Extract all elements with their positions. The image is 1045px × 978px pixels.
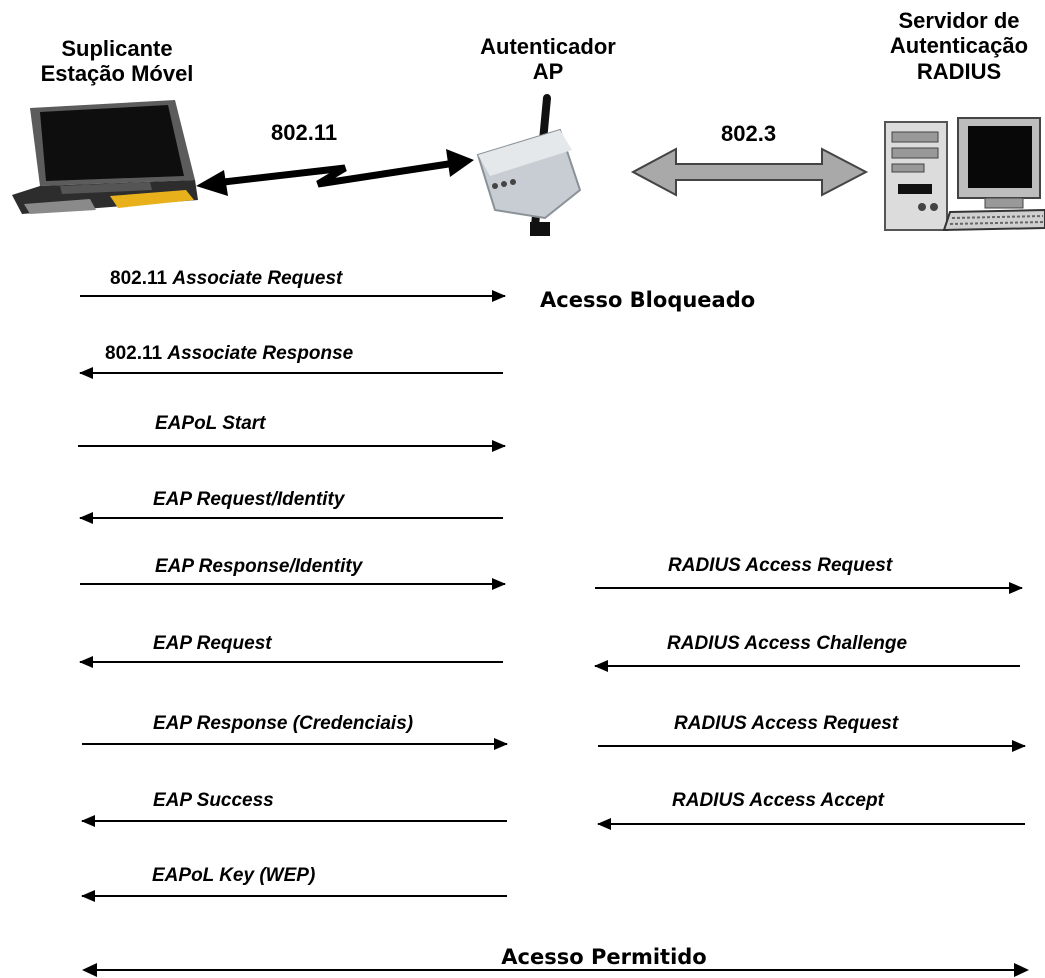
keyboard-icon	[942, 208, 1045, 232]
msg-radius-request-1-text: RADIUS Access Request	[668, 555, 893, 576]
msg-assoc-request: 802.11 Associate Request	[110, 268, 342, 290]
access-blocked-label: Acesso Bloqueado	[540, 288, 756, 312]
msg-eap-request-identity: EAP Request/Identity	[153, 489, 344, 511]
wired-link-label: 802.3	[721, 121, 777, 146]
laptop-icon	[12, 100, 198, 214]
supplicant-label-line1: Suplicante	[61, 36, 173, 61]
monitor-icon	[957, 117, 1041, 209]
msg-radius-request-2: RADIUS Access Request	[674, 713, 898, 735]
msg-assoc-request-text: Associate Request	[172, 268, 343, 289]
server-label-line3: RADIUS	[916, 58, 1002, 84]
msg-radius-request-1: RADIUS Access Request	[668, 555, 892, 577]
authenticator-label: Autenticador AP	[480, 34, 616, 85]
msg-eap-success: EAP Success	[153, 790, 274, 812]
wired-link-arrow	[630, 147, 869, 197]
wireless-link-label: 802.11	[271, 120, 338, 145]
server-label-line1: Servidor de	[898, 8, 1020, 33]
msg-eap-request-text: EAP Request	[153, 633, 272, 654]
server-label: Servidor de Autenticação RADIUS	[890, 8, 1028, 84]
msg-radius-challenge-text: RADIUS Access Challenge	[667, 633, 908, 654]
msg-eap-request-identity-text: EAP Request/Identity	[153, 489, 345, 510]
msg-assoc-response-text: Associate Response	[167, 343, 354, 364]
msg-radius-request-2-text: RADIUS Access Request	[674, 713, 899, 734]
msg-eapol-key-text: EAPoL Key (WEP)	[152, 865, 316, 886]
server-label-line2: Autenticação	[889, 33, 1029, 59]
msg-eap-response-identity-text: EAP Response/Identity	[155, 556, 363, 577]
msg-assoc-response: 802.11 Associate Response	[105, 343, 353, 365]
supplicant-label: Suplicante Estação Móvel	[41, 36, 194, 87]
msg-eapol-start: EAPoL Start	[155, 413, 266, 435]
authenticator-label-line2: AP	[532, 59, 564, 85]
msg-radius-challenge: RADIUS Access Challenge	[667, 633, 907, 655]
msg-assoc-request-prefix: 802.11	[110, 268, 173, 289]
msg-radius-accept-text: RADIUS Access Accept	[672, 790, 884, 811]
msg-eap-response-cred: EAP Response (Credenciais)	[153, 713, 413, 735]
access-point-icon	[476, 94, 582, 236]
msg-eap-response-cred-text: EAP Response (Credenciais)	[153, 713, 414, 734]
supplicant-label-line2: Estação Móvel	[40, 61, 194, 87]
msg-eap-success-text: EAP Success	[153, 790, 274, 811]
msg-radius-accept: RADIUS Access Accept	[672, 790, 884, 812]
msg-eap-response-identity: EAP Response/Identity	[155, 556, 362, 578]
server-tower-icon	[884, 121, 948, 231]
msg-eap-request: EAP Request	[153, 633, 272, 655]
arrow-access-allowed	[82, 963, 1029, 977]
msg-eapol-start-text: EAPoL Start	[155, 413, 266, 434]
msg-assoc-response-prefix: 802.11	[105, 343, 168, 364]
msg-eapol-key: EAPoL Key (WEP)	[152, 865, 315, 887]
authenticator-label-line1: Autenticador	[480, 34, 616, 59]
access-allowed-label: Acesso Permitido	[501, 945, 707, 969]
wireless-link-arrow	[196, 149, 474, 196]
